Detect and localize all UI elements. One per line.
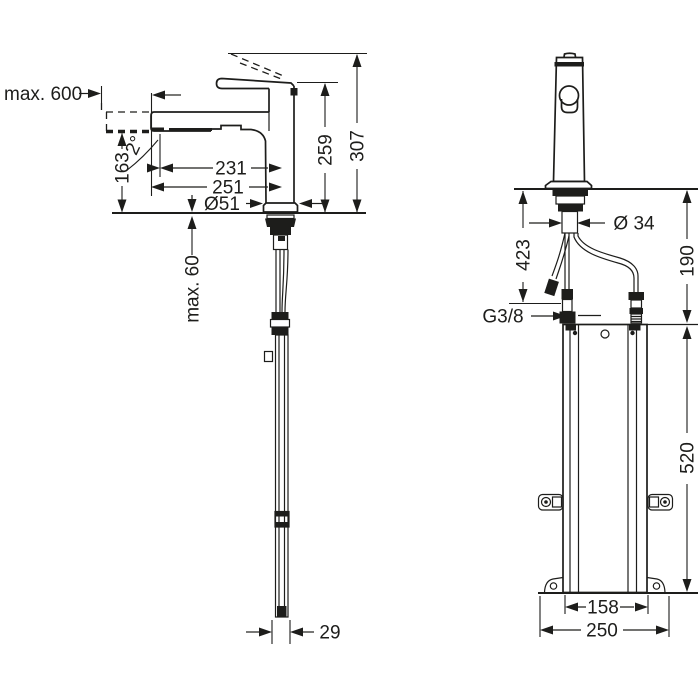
- dim-pullout: max. 600: [4, 84, 181, 196]
- inlet-thread-lines: [631, 315, 642, 323]
- front-hose-curve-outer: [573, 233, 635, 292]
- arrow-left-icon: [152, 90, 165, 100]
- dim-width-inner: 158: [564, 595, 649, 619]
- front-fitting-top: [561, 289, 573, 300]
- hose-line3: [281, 249, 285, 313]
- dim-height-spout: 259: [297, 81, 338, 213]
- clip-right: [647, 493, 674, 511]
- coupler-bottom: [271, 327, 289, 335]
- side-view-faucet: [105, 53, 366, 618]
- front-body: [552, 56, 586, 183]
- tube-end-weight: [277, 606, 287, 617]
- dim-height-spout-label: 259: [316, 134, 337, 166]
- hose-guide-tube: [274, 334, 289, 618]
- front-spout-nozzle: [560, 99, 579, 114]
- box-hole-right: [630, 330, 635, 336]
- front-trim-band: [554, 62, 584, 67]
- dim-pullout-label: max. 600: [4, 84, 82, 105]
- dim-gap-190: 190: [678, 190, 699, 323]
- dim-thread: G3/8: [482, 307, 566, 328]
- mounting-nut2: [270, 227, 291, 235]
- dim-height-total-label: 307: [348, 130, 369, 162]
- arrow-down-icon: [117, 199, 127, 213]
- box-bolt-left: [565, 324, 576, 331]
- handle-lever: [215, 77, 295, 90]
- dim-base-diameter: Ø51: [187, 194, 323, 215]
- base-escutcheon: [262, 202, 299, 213]
- dim-reach-total: 251: [151, 178, 282, 199]
- mounting-box: [562, 323, 648, 594]
- dim-shank-diameter-label: Ø 34: [613, 214, 655, 235]
- arrow-down-icon: [187, 199, 197, 212]
- clip-left: [537, 493, 564, 511]
- arrow-up-icon: [117, 133, 127, 146]
- box-bolt-right: [629, 324, 641, 331]
- dim-shank-diameter: Ø 34: [529, 214, 655, 235]
- angle-arc: [125, 139, 159, 172]
- dim-gap-label: 190: [678, 245, 699, 277]
- front-hose-curve-inner: [577, 233, 639, 292]
- front-escutcheon: [544, 180, 593, 190]
- tube-connector-band1: [275, 511, 289, 517]
- box-rails: [569, 324, 638, 593]
- dim-reach: 231: [147, 134, 282, 180]
- washer: [266, 214, 295, 220]
- aerator-band2: [169, 128, 212, 131]
- inlet-collar: [630, 299, 643, 309]
- handle-raised-dashed-line2: [239, 62, 285, 81]
- dim-width-inner-label: 158: [587, 598, 619, 619]
- dim-reach-total-label: 251: [212, 178, 244, 199]
- dim-thread-label: G3/8: [482, 307, 523, 328]
- front-nut: [558, 204, 583, 212]
- dim-spout-height-label: 163: [113, 152, 134, 184]
- front-spacer: [555, 195, 586, 205]
- front-hose-diagonal: [551, 232, 570, 280]
- front-fitting-mid: [561, 298, 573, 313]
- dim-base-diameter-label: Ø51: [204, 194, 240, 215]
- dim-spout-height: 163: [113, 133, 134, 213]
- hose-line4: [284, 249, 289, 313]
- inlet-nut2: [629, 308, 643, 314]
- dim-below-counter-label: 423: [514, 239, 535, 271]
- dim-counter-thickness: max. 60: [183, 216, 204, 323]
- dim-width-outer: 250: [539, 596, 670, 642]
- handle-raised-dashed-line: [230, 53, 287, 78]
- arrow-right-icon: [553, 311, 566, 321]
- front-seal: [552, 190, 588, 196]
- dim-below-counter: 423: [509, 191, 561, 305]
- dim-height-total: 307: [228, 52, 369, 213]
- foot-left: [543, 576, 564, 593]
- coupler-top: [271, 312, 289, 320]
- spout-underside: [210, 124, 267, 204]
- dim-width-outer-label: 250: [586, 621, 618, 642]
- foot-right: [646, 576, 666, 593]
- front-handle-tip: [563, 52, 577, 58]
- aerator-band: [152, 127, 164, 131]
- dim-counter-thickness-label: max. 60: [183, 255, 204, 323]
- dim-weight-width: 29: [246, 620, 341, 644]
- inlet-nut: [628, 292, 644, 300]
- box-hole-left: [572, 330, 578, 336]
- front-hose-straight: [564, 233, 570, 289]
- tube-connector-band2: [275, 522, 289, 527]
- front-shank: [561, 210, 579, 234]
- box-hole-center: [600, 329, 610, 339]
- front-hose-end-coupler: [544, 278, 559, 297]
- arrow-up-icon: [187, 216, 197, 229]
- front-view-faucet: [514, 52, 698, 594]
- tube-inner-lines: [278, 335, 286, 617]
- dim-weight-width-label: 29: [319, 623, 340, 644]
- shank-tab: [278, 236, 285, 241]
- front-fitting-nut: [559, 311, 576, 324]
- dim-reach-label: 231: [215, 159, 247, 180]
- dim-box-height-label: 520: [678, 442, 699, 474]
- dim-box-height: 520: [678, 326, 699, 592]
- arrow-right-icon: [88, 89, 101, 98]
- mounting-nut: [265, 218, 296, 227]
- coupler-nut: [269, 318, 291, 328]
- front-spout-circle: [558, 85, 580, 106]
- tube-clip: [263, 350, 274, 363]
